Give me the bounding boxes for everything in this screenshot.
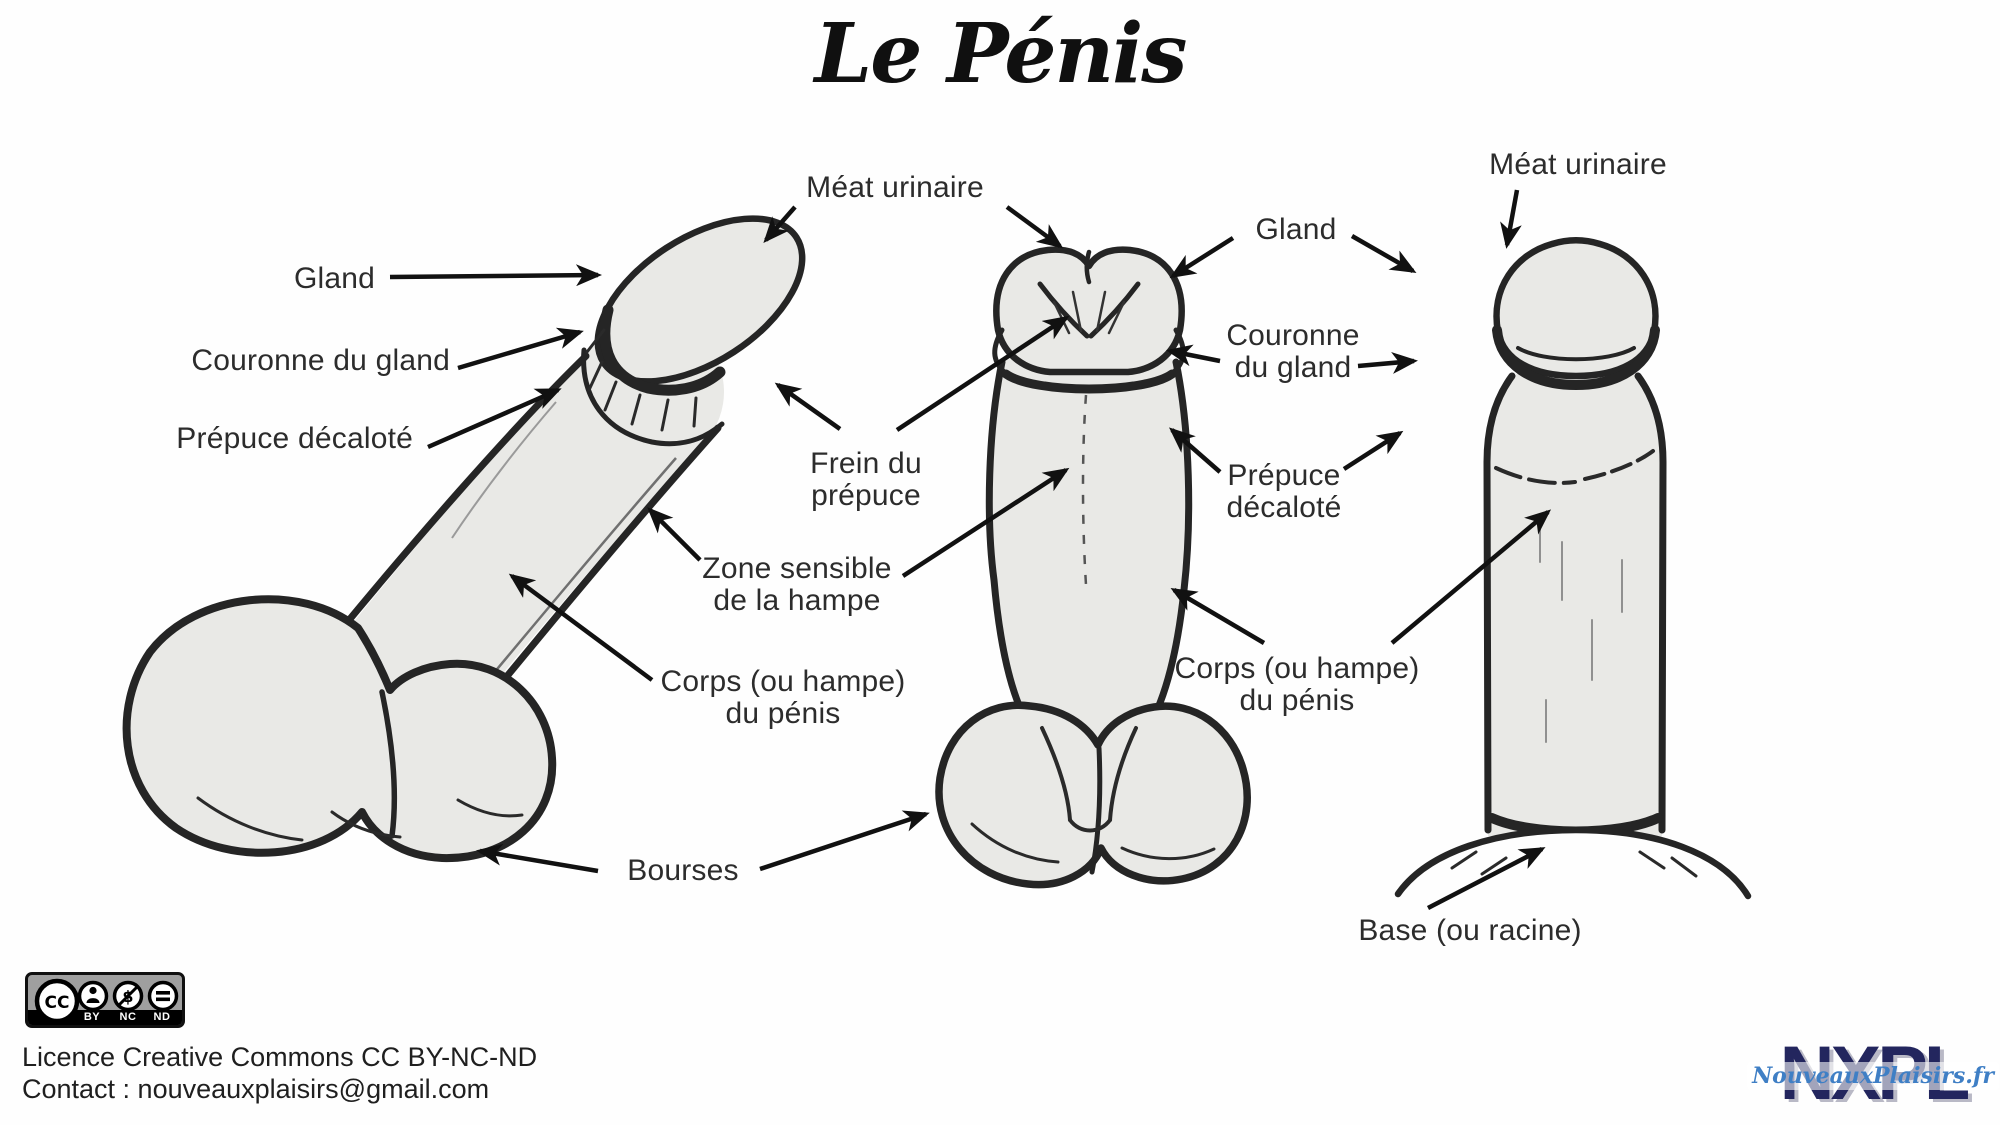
label-meat-urinaire-right: Méat urinaire: [1489, 148, 1667, 181]
front-scrotum: [935, 701, 1251, 889]
cc-by-label: BY: [83, 1011, 101, 1023]
arrow-corps-right-to-front: [1170, 587, 1266, 645]
front-corona-shadow: [1001, 369, 1177, 394]
side-shaft-fill: [310, 318, 724, 776]
cc-nc-dollar-icon: $: [112, 980, 144, 1012]
arrow-base-to-third: [1426, 847, 1546, 910]
arrow-zone-to-side: [647, 507, 702, 562]
side-scrotum-crease: [379, 689, 398, 839]
cc-nc-label: NC: [119, 1011, 137, 1023]
arrow-corps-left-to-side: [508, 573, 654, 682]
label-frein-du-prepuce: Frein du prépuce: [810, 447, 922, 513]
nxpl-logo-script: NouveauxPlaisirs.fr: [1747, 1062, 1999, 1090]
third-base-mound-edge: [1394, 826, 1752, 900]
side-foreskin-hatching: [585, 328, 698, 432]
page-title: Le Pénis: [814, 6, 1188, 102]
label-base-racine: Base (ou racine): [1358, 914, 1582, 947]
third-shaft-right-edge: [1634, 372, 1667, 834]
third-shaft-sketch-marks: [1539, 519, 1623, 743]
third-corona-ridge: [1492, 325, 1660, 391]
label-prepuce-left: Prépuce décaloté: [176, 422, 413, 455]
figure-front-view: [935, 246, 1251, 889]
cc-by-person-icon: [77, 980, 109, 1012]
arrow-gland-left-to-side: [389, 264, 602, 287]
arrow-meat-mid-to-side: [763, 205, 797, 244]
third-foreskin-fold-lines: [1494, 449, 1655, 485]
side-scrotum-hatching: [196, 796, 524, 842]
arrow-corps-right-to-third: [1390, 509, 1552, 645]
arrow-gland-right-to-third: [1350, 234, 1417, 273]
front-shaft-left-edge: [985, 358, 1034, 732]
third-base-mound-fill: [1398, 830, 1748, 912]
label-zone-sensible: Zone sensible de la hampe: [702, 552, 892, 618]
label-corps-right: Corps (ou hampe) du pénis: [1174, 652, 1420, 718]
third-base-hatching: [1450, 850, 1698, 878]
arrow-prepuce-left-to-side: [427, 387, 562, 450]
third-shaft-left-edge: [1483, 372, 1516, 834]
cc-license-badge: BY NC ND CC $: [25, 972, 185, 1028]
arrow-prepuce-right-to-third: [1342, 430, 1404, 471]
third-glans: [1493, 237, 1659, 380]
svg-text:CC: CC: [45, 993, 70, 1013]
side-foreskin-fold: [581, 347, 725, 447]
label-gland-left: Gland: [293, 262, 375, 295]
arrow-gland-right-to-front: [1169, 236, 1235, 279]
arrow-frein-to-side: [774, 382, 842, 431]
label-couronne-left: Couronne du gland: [191, 344, 450, 377]
third-corona-inner-line: [1516, 346, 1636, 362]
arrow-couronne-right-to-third: [1357, 352, 1418, 374]
cc-icon: CC: [34, 978, 80, 1024]
arrow-couronne-right-to-front: [1166, 344, 1221, 367]
contact-email-text: Contact : nouveauxplaisirs@gmail.com: [22, 1074, 490, 1104]
side-glans: [594, 215, 806, 385]
front-urethra-line: [1081, 394, 1088, 586]
arrow-bourses-to-front: [759, 810, 930, 872]
arrow-meat-mid-to-front: [1005, 205, 1064, 249]
arrow-meat-right-to-third: [1500, 189, 1522, 249]
figure-base-view: [1394, 237, 1752, 912]
third-shaft-fill: [1487, 364, 1663, 836]
cc-nd-label: ND: [153, 1011, 171, 1023]
arrow-frein-to-front: [895, 315, 1070, 432]
figure-side-view: [122, 215, 806, 863]
arrow-bourses-to-side: [476, 843, 599, 874]
label-couronne-right: Couronne du gland: [1226, 319, 1360, 385]
label-prepuce-right: Prépuce décaloté: [1226, 459, 1342, 525]
license-text: Licence Creative Commons CC BY-NC-ND: [22, 1042, 538, 1072]
side-shaft-top-edge: [322, 352, 590, 652]
front-shaft-fill: [989, 344, 1189, 746]
label-bourses: Bourses: [627, 854, 739, 887]
nxpl-logo: NXPL NouveauxPlaisirs.fr: [1747, 1034, 1999, 1118]
front-corona-left-flare: [992, 327, 1007, 375]
label-meat-urinaire-middle: Méat urinaire: [806, 171, 984, 204]
side-shaft-sketch-line2: [451, 401, 557, 539]
front-scrotum-hatching: [970, 822, 1216, 864]
label-gland-right: Gland: [1255, 213, 1337, 246]
front-shaft-base-contour: [1040, 726, 1138, 833]
label-corps-left: Corps (ou hampe) du pénis: [660, 665, 906, 731]
annotation-arrows: [389, 189, 1552, 910]
front-glans-cleft: [1084, 249, 1092, 285]
front-frenulum: [1037, 281, 1141, 339]
arrow-prepuce-right-to-front: [1168, 427, 1222, 474]
front-shaft-right-edge: [1144, 358, 1193, 732]
side-corona: [599, 304, 726, 396]
front-glans: [993, 246, 1185, 376]
side-scrotum: [122, 595, 557, 863]
arrow-zone-to-front: [901, 467, 1070, 578]
front-scrotum-crease: [1089, 745, 1103, 875]
cc-nd-equals-icon: [147, 980, 179, 1012]
arrow-couronne-left-to-side: [457, 327, 584, 371]
